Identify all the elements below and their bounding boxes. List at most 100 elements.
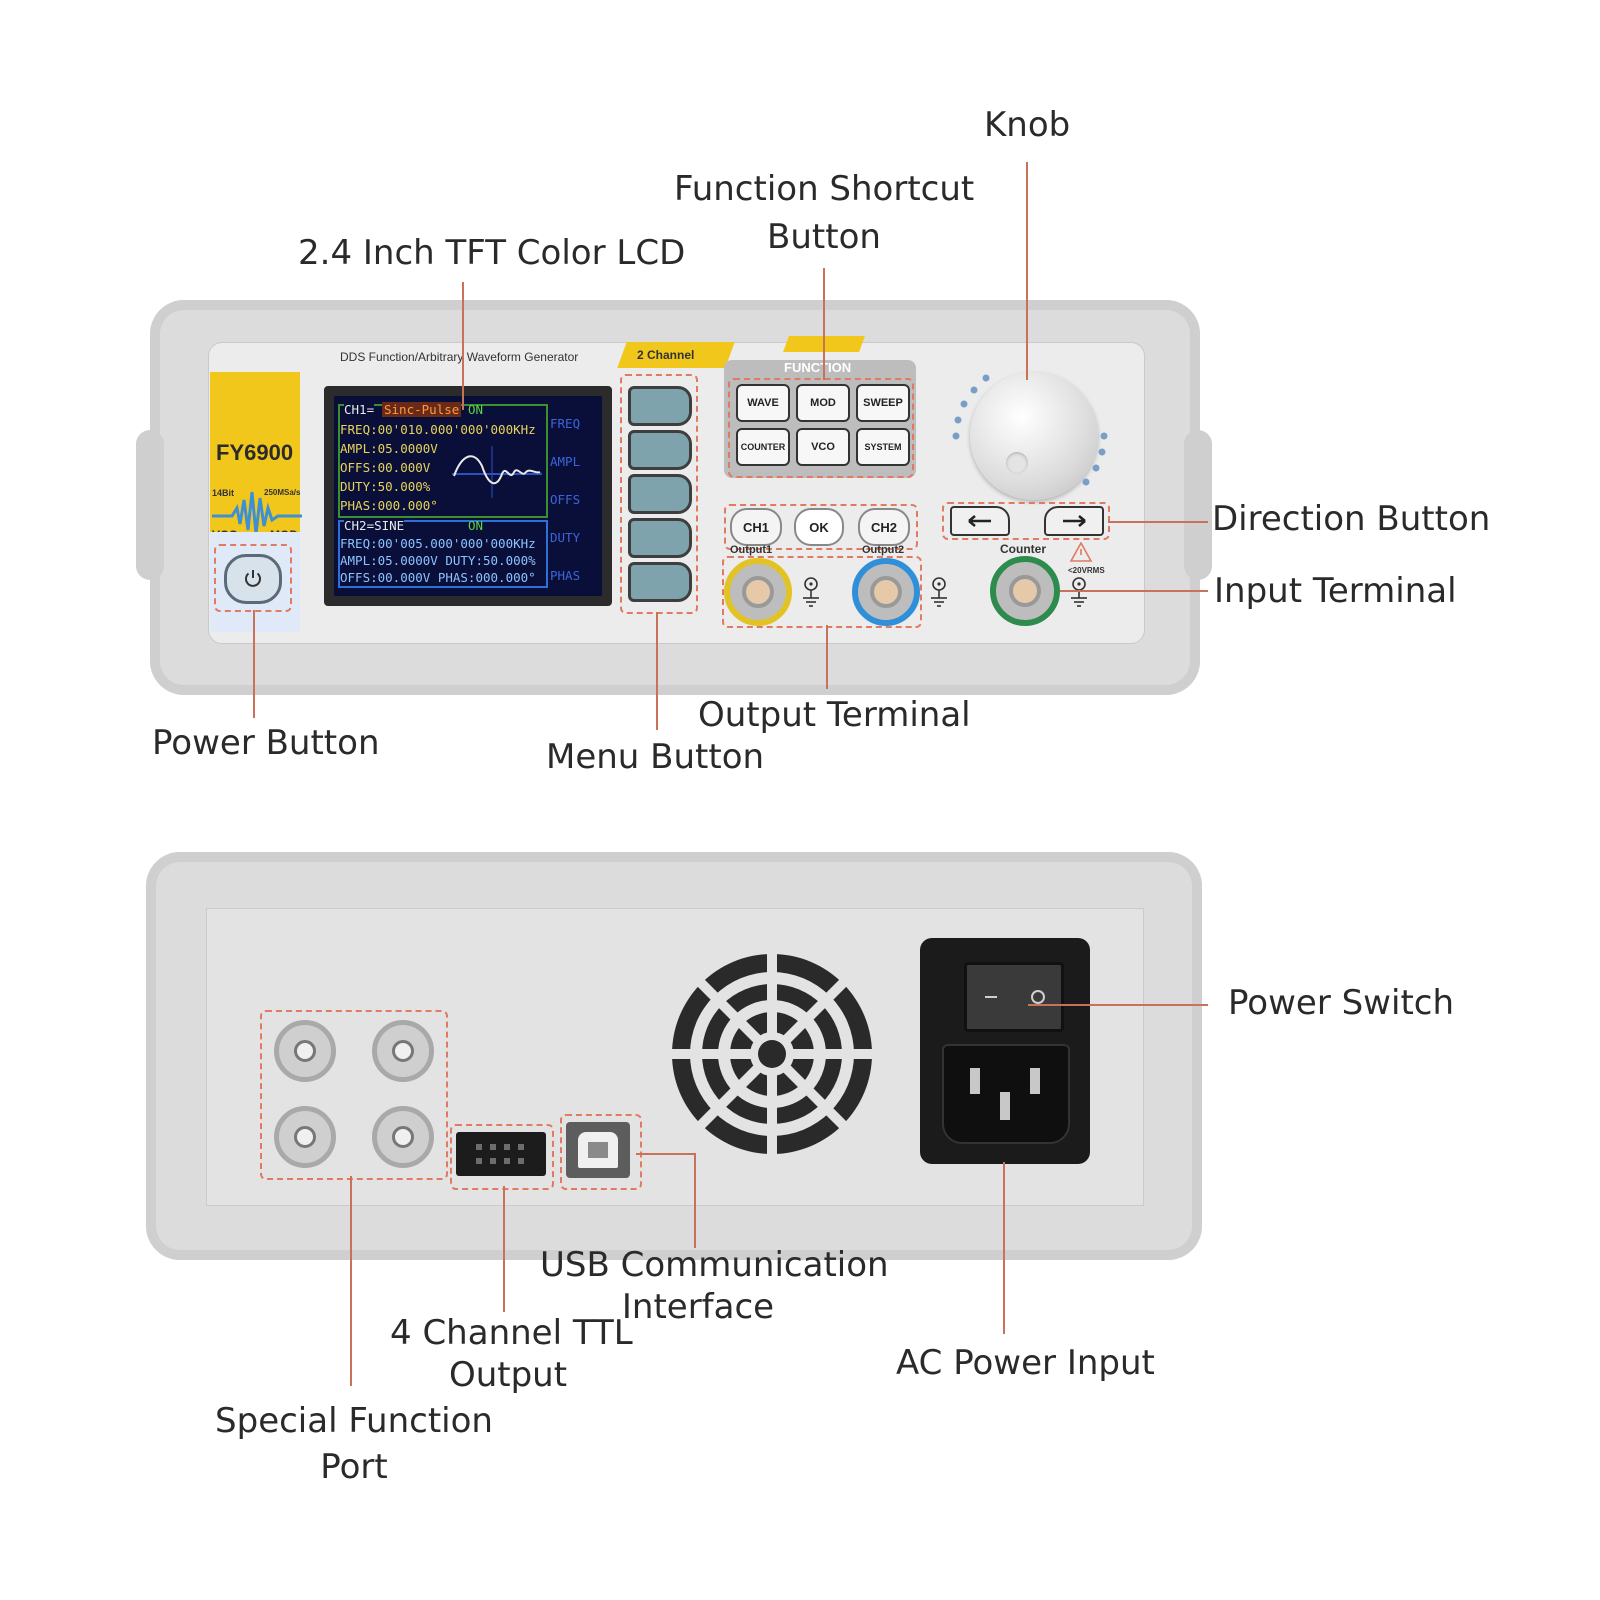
ch1-line: PHAS:000.000°: [340, 498, 438, 513]
ch2-button[interactable]: CH2: [858, 508, 910, 546]
knob-callout: Knob: [984, 105, 1071, 145]
leader-function-shortcut: [823, 268, 825, 380]
leader-output-terminal: [826, 625, 828, 689]
ch1-label: CH1=: [344, 402, 375, 417]
counter-key[interactable]: COUNTER: [736, 428, 790, 466]
right-arrow-button[interactable]: [1044, 506, 1104, 536]
lcd-menu-item: FREQ: [550, 416, 581, 431]
ch1-state: ON: [468, 402, 484, 417]
menu-button-5[interactable]: [628, 562, 692, 602]
ground-icon: [1071, 577, 1087, 607]
brand-block: [210, 372, 300, 532]
right-arrow-icon: [1063, 515, 1086, 527]
ttl-callout-line1: 4 Channel TTL: [390, 1313, 633, 1353]
direction-button-callout: Direction Button: [1212, 499, 1491, 539]
special-port-1[interactable]: [274, 1020, 336, 1082]
ch2-line: OFFS:00.000V PHAS:000.000°: [340, 570, 536, 585]
ch1-button[interactable]: CH1: [730, 508, 782, 546]
knob[interactable]: [970, 372, 1098, 500]
ch1-waveform: [452, 446, 542, 498]
lcd-menu-item: OFFS: [550, 492, 581, 507]
port-center: [294, 1126, 316, 1148]
spec-bits: 14Bit: [212, 488, 235, 498]
special-port-2[interactable]: [372, 1020, 434, 1082]
counter-limit: <20VRMS: [1068, 566, 1105, 575]
menu-button-1[interactable]: [628, 386, 692, 426]
leader-power-switch: [1028, 1004, 1208, 1006]
ok-button[interactable]: OK: [794, 508, 844, 546]
leader-usb-vertical: [694, 1153, 696, 1248]
device-title: DDS Function/Arbitrary Waveform Generato…: [340, 350, 579, 364]
front-panel: FY6900 14Bit 250MSa/s VCO MOD DDS Functi…: [136, 300, 1212, 695]
channel-keys-outline: [724, 504, 918, 550]
menu-button-2[interactable]: [628, 430, 692, 470]
wave-key[interactable]: WAVE: [736, 384, 790, 422]
ac-inlet[interactable]: [942, 1044, 1070, 1144]
power-button[interactable]: [224, 554, 282, 604]
vco-key[interactable]: VCO: [796, 428, 850, 466]
ground-icon: [931, 577, 947, 607]
power-icon: [245, 570, 261, 587]
system-key[interactable]: SYSTEM: [856, 428, 910, 466]
special-port-3[interactable]: [274, 1106, 336, 1168]
ttl-callout-line2: Output: [448, 1355, 568, 1395]
special-port-4[interactable]: [372, 1106, 434, 1168]
output1-bnc[interactable]: [724, 558, 792, 626]
function-keys-outline: [728, 378, 914, 478]
leader-ttl: [503, 1186, 505, 1312]
power-switch-callout: Power Switch: [1228, 983, 1455, 1023]
leader-knob: [1026, 162, 1028, 380]
usb-callout-line1: USB Communication: [540, 1245, 889, 1285]
lcd-menu-item: DUTY: [550, 530, 581, 545]
output2-bnc[interactable]: [852, 558, 920, 626]
mod-key[interactable]: MOD: [796, 384, 850, 422]
ch2-line: AMPL:05.0000V DUTY:50.000%: [340, 553, 536, 568]
sweep-key[interactable]: SWEEP: [856, 384, 910, 422]
function-shortcut-callout-line1: Function Shortcut: [674, 169, 975, 209]
spec-rate: 250MSa/s: [264, 488, 301, 497]
ttl-pins: [476, 1144, 524, 1164]
switch-on-icon: [1030, 990, 1045, 1004]
usb-tongue: [588, 1142, 608, 1158]
leader-direction: [1108, 521, 1208, 523]
leader-menu-button: [656, 612, 658, 730]
function-shortcut-callout-line2: Button: [767, 217, 881, 257]
ch2-state: ON: [468, 518, 484, 533]
menu-button-3[interactable]: [628, 474, 692, 514]
left-handle: [136, 430, 164, 580]
model-label: FY6900: [216, 440, 294, 465]
port-center: [294, 1040, 316, 1062]
bnc-center: [742, 576, 774, 608]
knob-dots: [952, 374, 1108, 486]
lcd-menu-item: AMPL: [550, 454, 581, 469]
leader-ac-power: [1003, 1162, 1005, 1334]
ac-pin-right: [1030, 1068, 1040, 1094]
ttl-output-outline: [450, 1124, 554, 1190]
ch1-line: DUTY:50.000%: [340, 479, 431, 494]
power-switch[interactable]: [964, 962, 1064, 1032]
leader-power-button: [253, 610, 255, 718]
input-terminal-callout: Input Terminal: [1214, 571, 1457, 611]
ac-pin-ground: [1000, 1092, 1010, 1120]
ch1-line: AMPL:05.0000V: [340, 441, 438, 456]
special-ports-outline: [260, 1010, 448, 1180]
menu-buttons-outline: [620, 374, 698, 614]
warning-icon: [1070, 542, 1092, 562]
channel-tag-label: 2 Channel: [637, 348, 695, 362]
ttl-header[interactable]: [456, 1132, 546, 1176]
counter-label: Counter: [1000, 542, 1046, 556]
counter-bnc[interactable]: [990, 556, 1060, 626]
port-center: [392, 1126, 414, 1148]
power-button-callout: Power Button: [152, 723, 380, 763]
bnc-center: [870, 576, 902, 608]
usb-socket: [578, 1132, 618, 1168]
leader-lcd: [462, 282, 464, 410]
right-handle: [1184, 430, 1212, 580]
usb-port[interactable]: [566, 1122, 630, 1178]
usb-callout-line2: Interface: [621, 1287, 775, 1327]
output2-label: Output2: [862, 544, 905, 556]
left-arrow-button[interactable]: [950, 506, 1010, 536]
leader-input-terminal: [1060, 590, 1208, 592]
menu-button-4[interactable]: [628, 518, 692, 558]
ac-pin-left: [970, 1068, 980, 1094]
